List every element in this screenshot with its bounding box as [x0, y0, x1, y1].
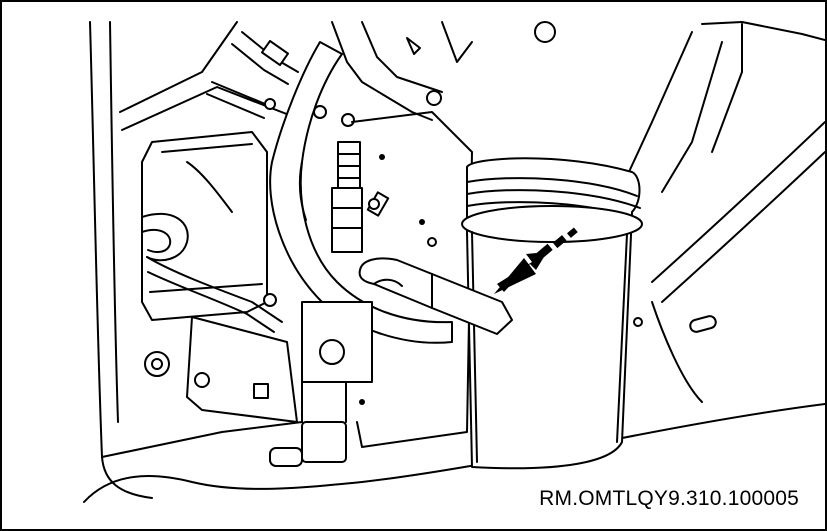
dashed-direction-arrow — [494, 227, 578, 294]
figure-reference-code: RM.OMTLQY9.310.100005 — [537, 487, 801, 511]
release-lever — [358, 257, 513, 335]
upper-tubes — [206, 31, 299, 119]
reservoir-tank — [141, 131, 268, 321]
air-intake-duct — [461, 157, 643, 470]
support-arm — [269, 41, 453, 344]
valve-stack — [269, 141, 390, 467]
left-body-panel — [89, 21, 303, 499]
bottom-sill — [83, 403, 825, 503]
coolant-hose — [141, 212, 283, 333]
fastener-bolts — [263, 198, 643, 327]
right-fender-panel — [621, 21, 825, 403]
lower-bracket — [144, 316, 298, 423]
upper-bracket — [313, 21, 556, 127]
